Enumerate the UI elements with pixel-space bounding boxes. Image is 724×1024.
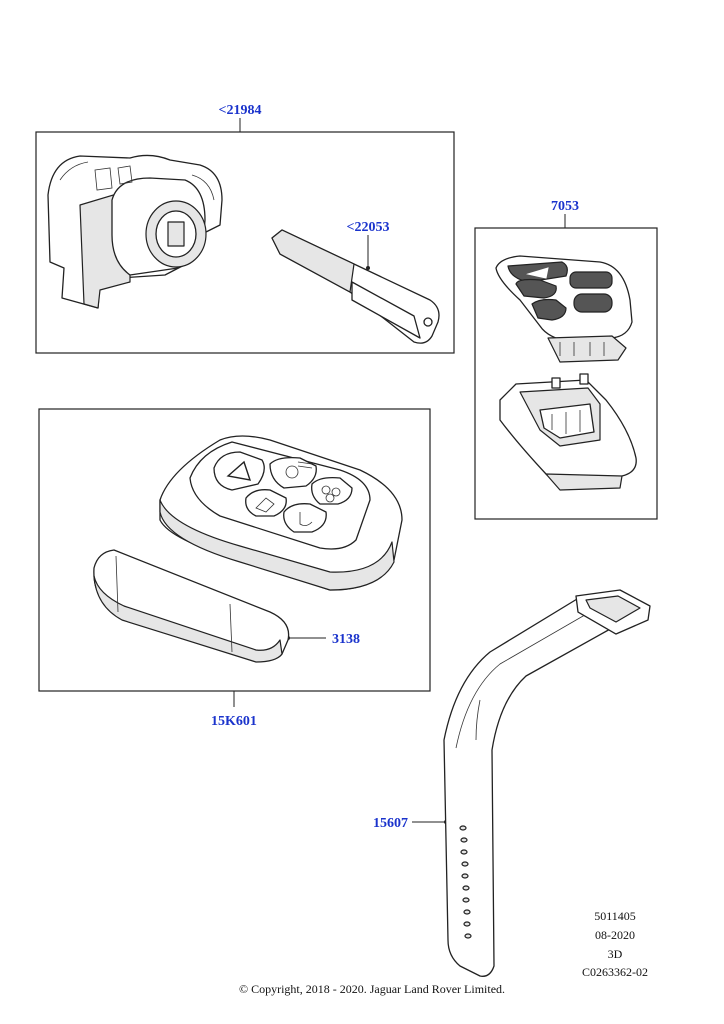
remote-case-callout[interactable]: 7053 (551, 199, 579, 214)
remote-housing-part (499, 373, 637, 491)
key-blade-leader-dot (366, 266, 370, 270)
wrist-strap-callout[interactable]: 15607 (373, 816, 408, 831)
smart-key-callout[interactable]: 15K601 (211, 714, 257, 729)
remote-case-frame (474, 227, 658, 520)
emergency-key-callout[interactable]: 3138 (332, 632, 360, 647)
ignition-switch-part (47, 154, 223, 309)
strap-holes (459, 825, 472, 939)
meta-line-1: 5011405 (594, 909, 636, 923)
wrist-strap-part (443, 589, 651, 977)
copyright-notice: © Copyright, 2018 - 2020. Jaguar Land Ro… (239, 982, 505, 996)
diagram-meta: 5011405 08-2020 3D C0263362-02 (582, 909, 648, 979)
key-blade-part (271, 229, 440, 344)
key-blade-callout[interactable]: <22053 (347, 220, 390, 235)
ignition-group: <21984 <22053 (35, 103, 455, 354)
remote-case-group: 7053 (474, 199, 658, 520)
ignition-switch-callout[interactable]: <21984 (219, 103, 262, 118)
smart-key-fob-part (159, 435, 403, 591)
emergency-key-part (93, 549, 290, 663)
smart-key-group: 15K601 3138 (38, 408, 431, 729)
meta-line-2: 08-2020 (595, 928, 635, 942)
remote-keypad-part (495, 255, 633, 363)
meta-line-4: C0263362-02 (582, 965, 648, 979)
meta-line-3: 3D (608, 947, 623, 961)
wrist-strap-group: 15607 (373, 589, 651, 977)
ignition-group-frame (35, 131, 455, 354)
